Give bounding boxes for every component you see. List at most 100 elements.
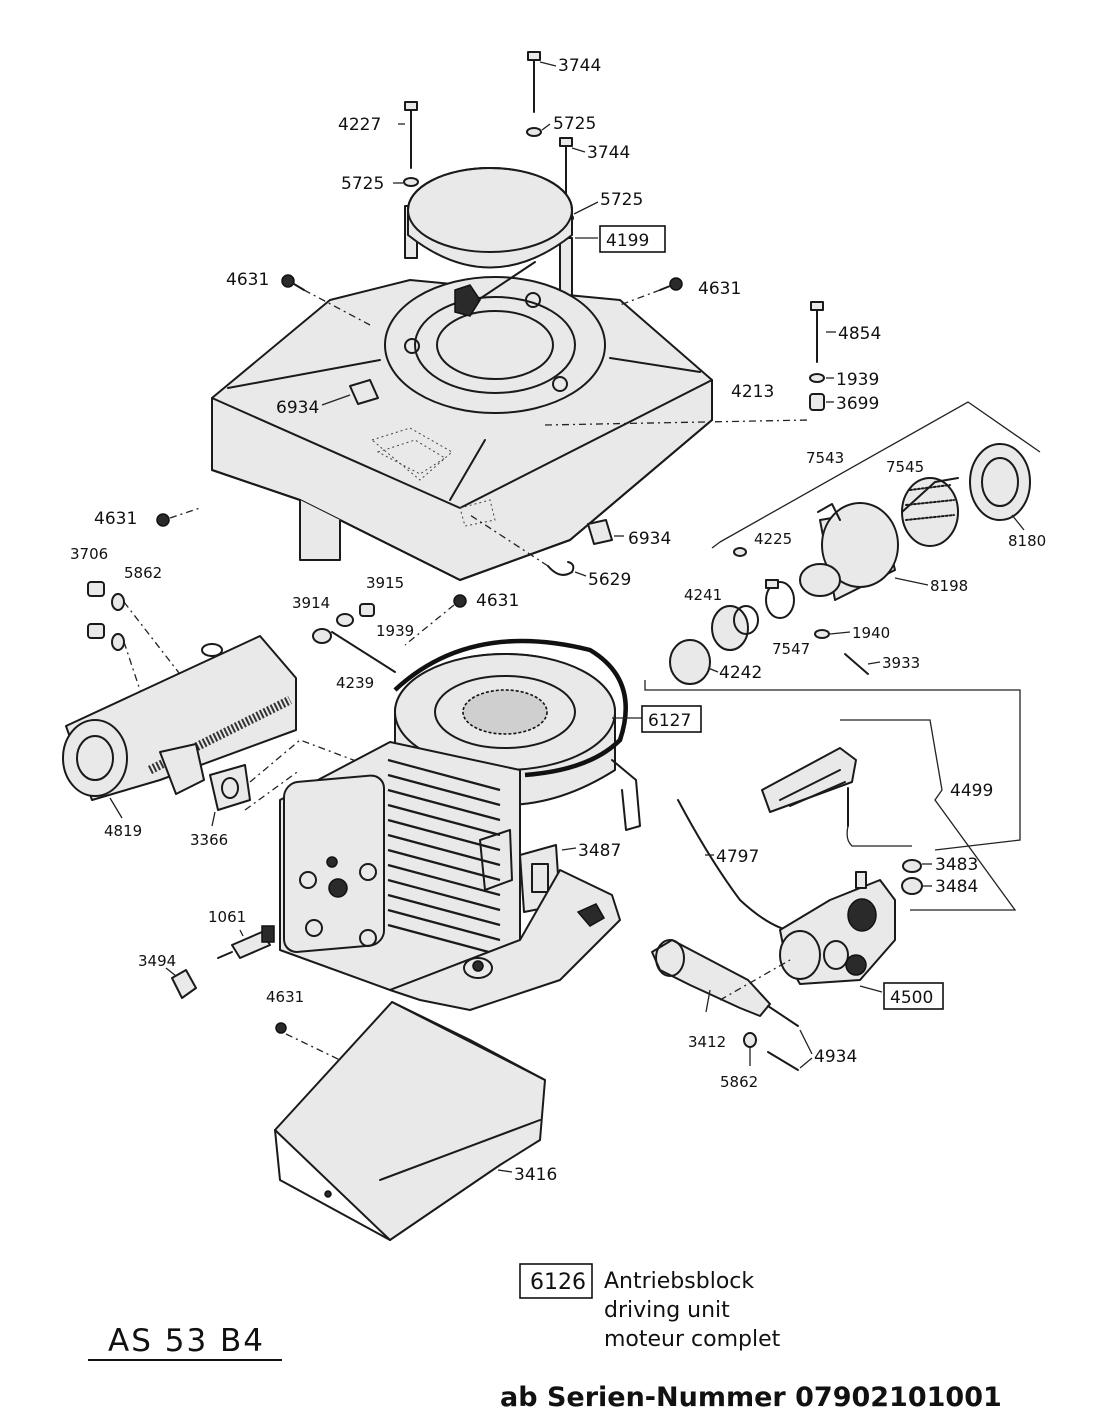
label-6127: 6127 [648, 711, 691, 731]
legend-line-en: driving unit [604, 1298, 730, 1323]
label-7543: 7543 [806, 449, 844, 467]
plug-cap-3494 [165, 967, 197, 999]
label-4631-a: 4631 [226, 270, 269, 290]
label-3706: 3706 [70, 545, 108, 563]
legend-code: 6126 [530, 1270, 586, 1295]
label-3487: 3487 [578, 841, 621, 861]
screw-3933 [844, 653, 881, 675]
label-3494: 3494 [138, 952, 176, 970]
filter-housing-8198 [799, 502, 929, 601]
adapter-4241 [711, 605, 759, 651]
label-3744-a: 3744 [558, 56, 601, 76]
label-1940: 1940 [852, 624, 890, 642]
bracket [611, 759, 641, 831]
label-3412: 3412 [688, 1033, 726, 1051]
label-3416: 3416 [514, 1165, 557, 1185]
label-3933: 3933 [882, 654, 920, 672]
washer-5862-b [743, 1032, 757, 1066]
bolt-3744-top [527, 51, 557, 113]
label-4631-d: 4631 [476, 591, 519, 611]
intake-manifold-3412 [651, 939, 771, 1017]
label-6934-a: 6934 [276, 398, 319, 418]
carb-frame-a [644, 680, 1021, 851]
label-4631-e: 4631 [266, 988, 304, 1006]
washer-4225 [733, 547, 747, 557]
label-4241: 4241 [684, 586, 722, 604]
grille-pattern [370, 427, 496, 527]
label-4225: 4225 [754, 530, 792, 548]
clip-6934-a [321, 379, 379, 406]
screw-4631-e [275, 1022, 341, 1061]
gasket-ring-6127 [393, 638, 642, 778]
flange-3366 [159, 743, 251, 827]
screw-4631-a [281, 274, 371, 326]
label-3744-b: 3744 [587, 143, 630, 163]
label-3366: 3366 [190, 831, 228, 849]
spacer-3699 [809, 393, 834, 411]
legend: 6126 Antriebsblock driving unit moteur c… [519, 1263, 781, 1352]
nut-3483 [902, 859, 932, 873]
label-4213: 4213 [731, 382, 774, 402]
label-5725-b: 5725 [341, 174, 384, 194]
washer-1939-a [809, 373, 834, 383]
nuts-3706 [87, 581, 105, 639]
box-6127 [641, 705, 702, 733]
label-1061: 1061 [208, 908, 246, 926]
label-4631-c: 4631 [94, 509, 137, 529]
label-4631-b: 4631 [698, 279, 741, 299]
air-filter-frame [711, 401, 1041, 549]
clip-6934-b [587, 519, 624, 545]
washer-1940 [814, 629, 851, 639]
label-4934: 4934 [814, 1047, 857, 1067]
bolt-4227 [398, 101, 418, 169]
label-3914: 3914 [292, 594, 330, 612]
box-4500 [883, 982, 944, 1010]
label-4819: 4819 [104, 822, 142, 840]
screw-4631-d [404, 594, 467, 646]
label-4854: 4854 [838, 324, 881, 344]
label-4797: 4797 [716, 847, 759, 867]
model-number: AS 53 B4 [108, 1323, 265, 1359]
label-7547: 7547 [772, 640, 810, 658]
muffler-4819 [62, 635, 297, 819]
label-4199: 4199 [606, 231, 649, 251]
ring-4242 [669, 639, 719, 685]
label-4499: 4499 [950, 781, 993, 801]
legend-line-de: Antriebsblock [604, 1269, 754, 1294]
box-4199 [599, 225, 666, 253]
legend-box [519, 1263, 593, 1299]
leader-flange [249, 739, 381, 783]
air-cover-4199 [407, 167, 598, 269]
label-3915: 3915 [366, 574, 404, 592]
hook-5629 [469, 514, 587, 577]
label-3484: 3484 [935, 877, 978, 897]
clamp-7547 [765, 579, 795, 619]
label-8198: 8198 [930, 577, 968, 595]
leader-flange-b [244, 769, 301, 811]
cover-3416 [274, 1001, 546, 1241]
carburetor-4500 [779, 871, 896, 993]
leader-carb [719, 959, 791, 1001]
washers-5862 [111, 593, 125, 651]
legend-line-fr: moteur complet [604, 1327, 781, 1352]
bracket-4499 [761, 719, 1017, 911]
label-5725-a: 5725 [553, 114, 596, 134]
label-4500: 4500 [890, 988, 933, 1008]
filter-cover-8180 [969, 443, 1031, 531]
blower-housing-4213 [211, 261, 713, 581]
label-8180: 8180 [1008, 532, 1046, 550]
cable-4797 [677, 799, 796, 933]
screws-4934 [767, 1005, 813, 1071]
engine-base [389, 869, 621, 1011]
bolt-4239 [331, 631, 396, 673]
label-6934-b: 6934 [628, 529, 671, 549]
label-3483: 3483 [935, 855, 978, 875]
washer-5725-b [393, 177, 419, 187]
label-1939-b: 1939 [376, 622, 414, 640]
serial-number-label: ab Serien-Nummer 07902101001 [500, 1382, 1002, 1413]
label-4227: 4227 [338, 115, 381, 135]
nut-3484 [901, 877, 932, 895]
label-5862-b: 5862 [720, 1073, 758, 1091]
